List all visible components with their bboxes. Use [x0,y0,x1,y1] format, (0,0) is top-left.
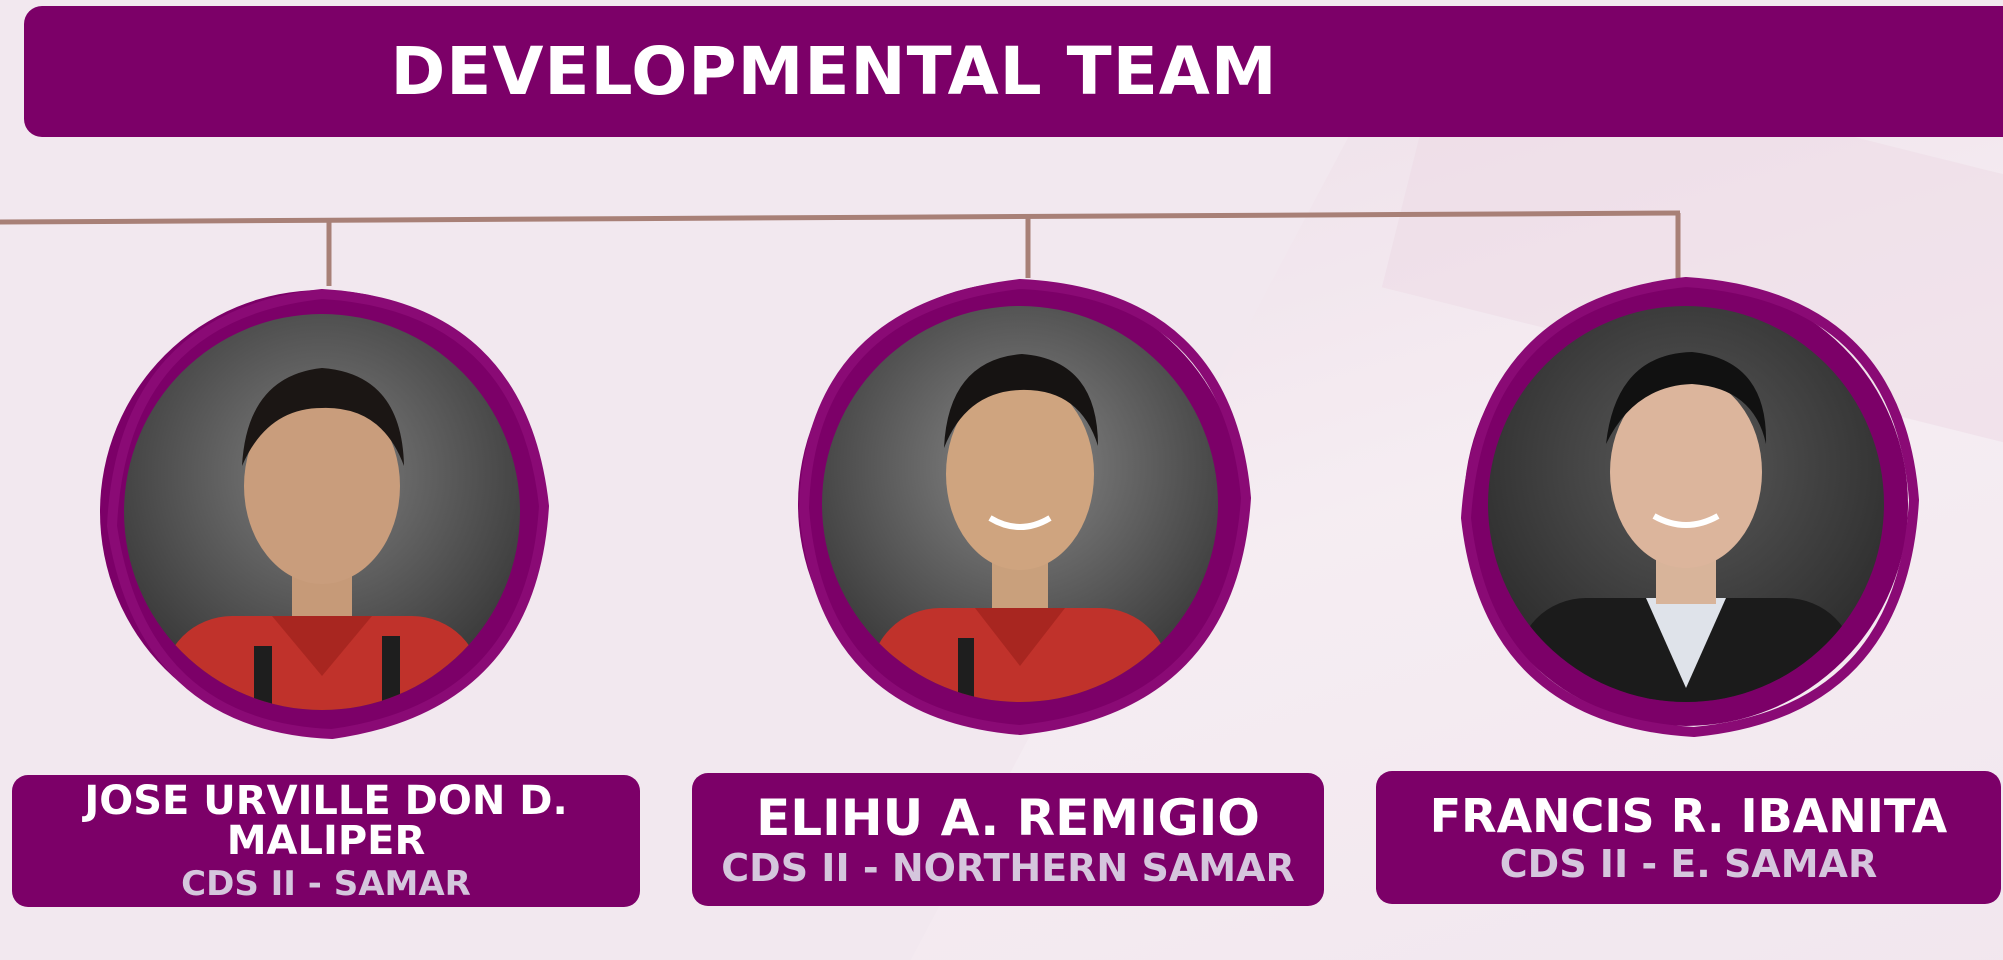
member-name: ELIHU A. REMIGIO [756,788,1260,847]
hair [1606,352,1767,444]
member-name-line2: MALIPER [226,818,426,864]
nameplate-francis: FRANCIS R. IBANITA CDS II - E. SAMAR [1376,771,2001,904]
member-role: CDS II - NORTHERN SAMAR [721,845,1295,890]
member-photo-jose [100,288,550,740]
lanyard [254,646,272,710]
smile [988,515,1052,530]
member-role: CDS II - E. SAMAR [1499,841,1878,886]
shirt [1646,598,1726,688]
member-photo-elihu [798,278,1252,736]
brush-stroke [798,278,1252,736]
member-photo-francis [1460,276,1920,738]
nameplate-jose: JOSE URVILLE DON D. MALIPER CDS II - SAM… [12,775,640,907]
shirt [870,608,1170,702]
member-name-line1: JOSE URVILLE DON D. [84,778,568,824]
lanyard [958,638,974,702]
lanyard-2 [382,636,400,710]
face [1610,376,1762,568]
connector-horizontal [0,210,1681,225]
collar [975,608,1065,666]
shirt [162,616,482,710]
nameplate-elihu: ELIHU A. REMIGIO CDS II - NORTHERN SAMAR [692,773,1324,906]
hair [242,368,404,466]
member-role: CDS II - SAMAR [181,864,471,904]
page-title: DEVELOPMENTAL TEAM [390,33,1278,110]
face [244,388,400,584]
hair [944,354,1098,448]
face [946,378,1094,570]
org-connector-lines [0,210,1681,286]
member-name: FRANCIS R. IBANITA [1429,788,1948,843]
brush-stroke [106,288,550,740]
smile [1652,513,1720,528]
title-banner [24,6,2003,137]
collar [272,616,372,676]
brush-stroke [1460,276,1920,738]
